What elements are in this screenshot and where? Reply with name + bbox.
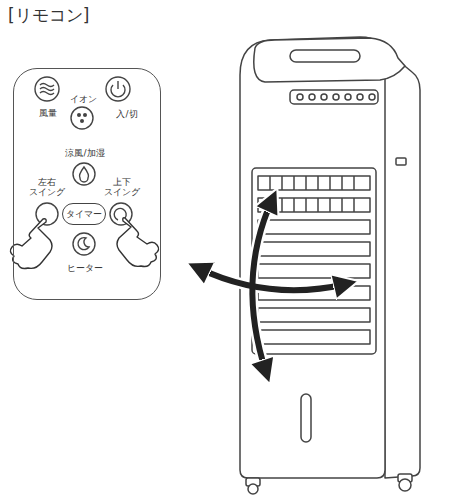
button-label: 涼風/加湿 [55,148,115,158]
air-cooler [240,37,420,494]
swing-arrows [198,200,346,372]
remote-control: 風量 イオン入/切涼風/加湿左右 スイング 上下 スイングヒーター タイマー [13,68,161,300]
button-label: 上下 スイング [102,177,142,198]
button-label: 入/切 [107,109,147,119]
button-label: イオン [63,94,103,104]
button-label: 左右 スイング [27,177,67,198]
title: [リモコン] [8,4,89,27]
button-label: タイマー [66,208,102,221]
button-label: ヒーター [60,263,110,273]
remote-buttons [35,77,132,255]
button-label: 風量 [28,108,68,118]
pointing-hands [10,218,158,269]
timer-button: タイマー [62,203,106,225]
